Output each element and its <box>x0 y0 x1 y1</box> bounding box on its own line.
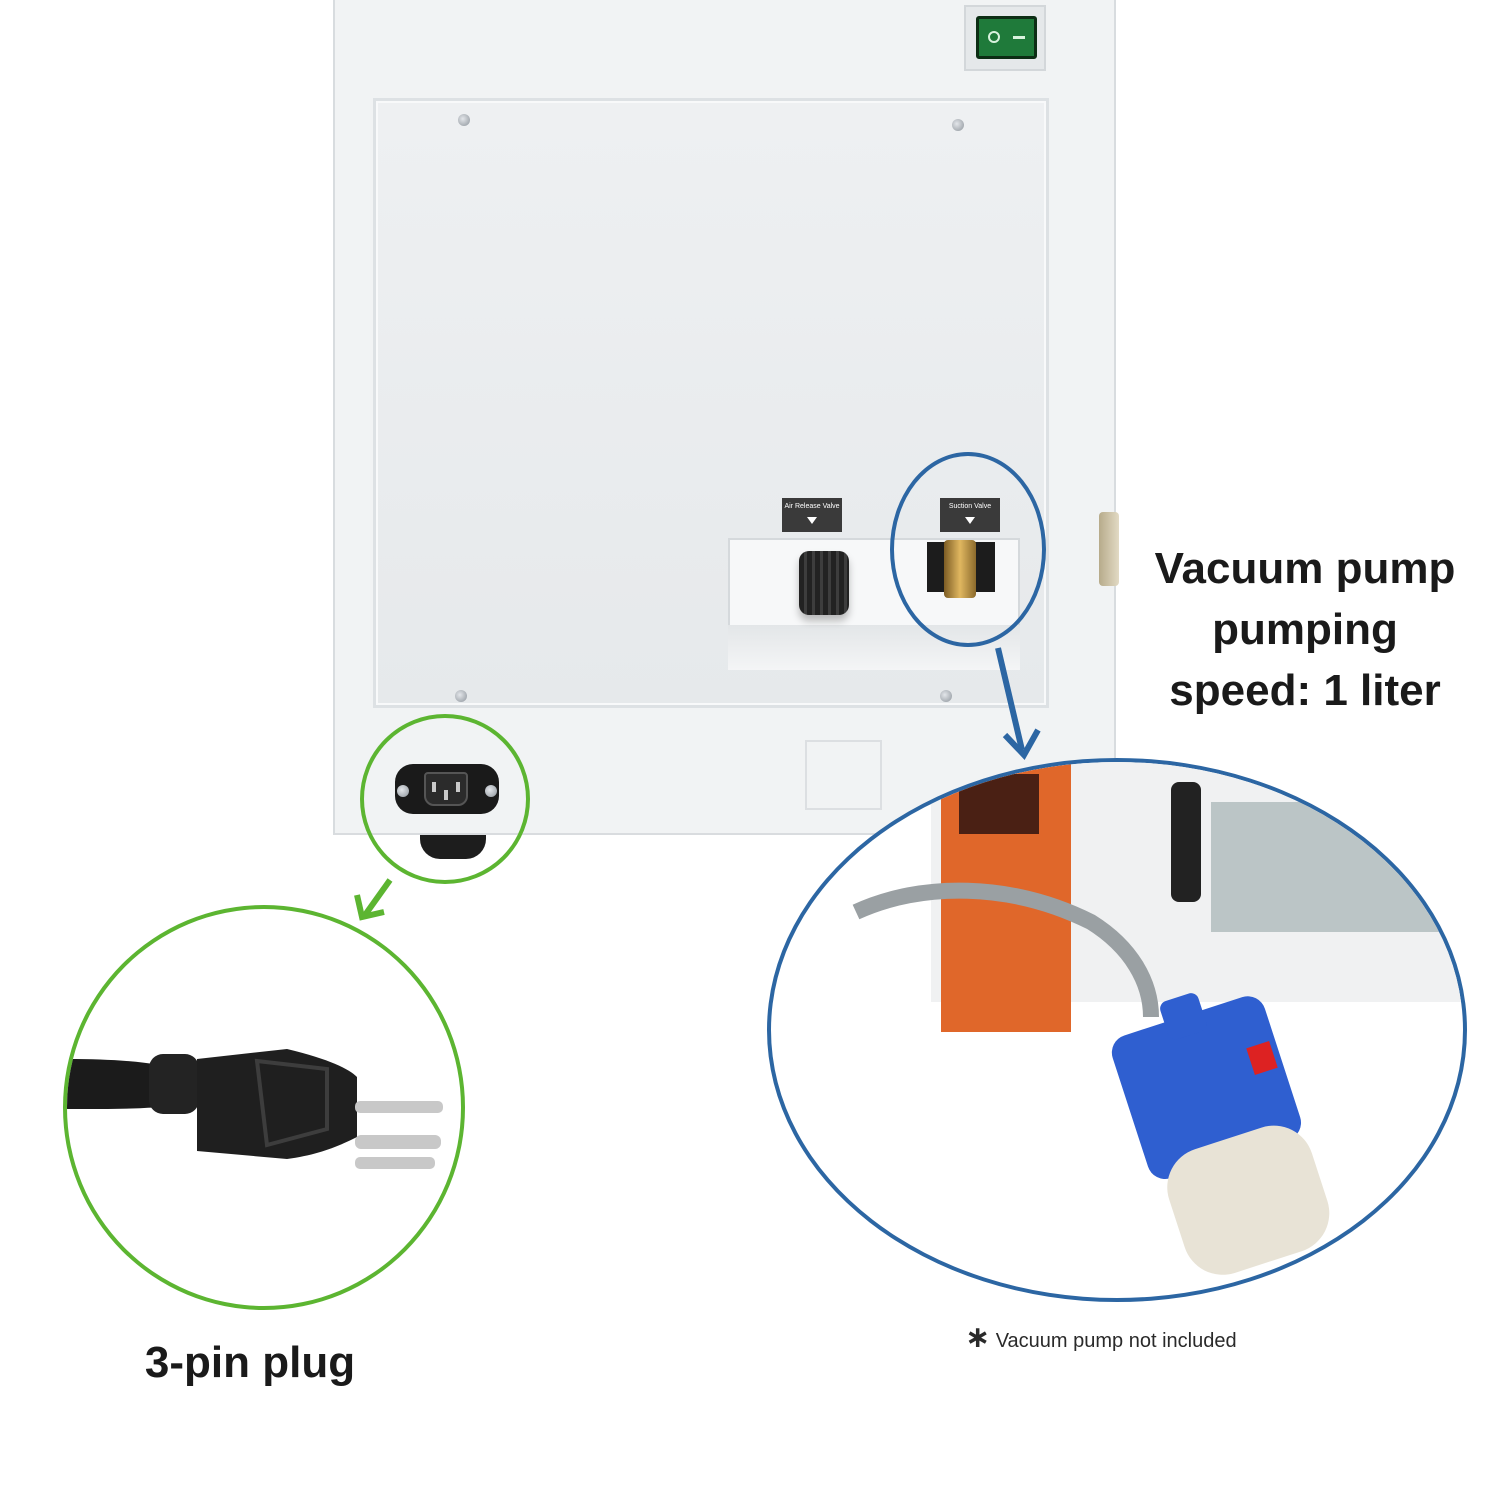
vacuum-callout: Vacuum pump pumping speed: 1 liter <box>1110 538 1500 721</box>
vacuum-callout-line-3: speed: 1 liter <box>1169 666 1441 715</box>
plug-caption: 3-pin plug <box>144 1338 356 1387</box>
screw-icon <box>940 690 952 702</box>
screw-icon <box>455 690 467 702</box>
screw-icon <box>952 119 964 131</box>
air-release-valve-tag: Air Release Valve <box>782 498 842 532</box>
cover-plate <box>805 740 882 810</box>
air-release-valve-label: Air Release Valve <box>784 503 840 510</box>
door-latch <box>1099 512 1119 586</box>
switch-on-mark <box>1013 36 1025 39</box>
inlet-highlight-ring <box>360 714 530 884</box>
air-release-knob <box>799 551 849 615</box>
arrow-down-icon <box>807 517 817 524</box>
asterisk-icon: ∗ <box>965 1321 991 1354</box>
power-switch-icon <box>976 16 1037 59</box>
screw-icon <box>458 114 470 126</box>
switch-off-mark <box>988 31 1000 43</box>
suction-highlight-ring <box>890 452 1046 647</box>
vacuum-callout-line-2: pumping <box>1212 605 1398 654</box>
vacuum-pump-icon <box>852 762 1463 1275</box>
pump-note: ∗ Vacuum pump not included <box>965 1320 1237 1355</box>
arrow-down-icon <box>354 878 393 921</box>
arrow-down-icon <box>995 647 1041 761</box>
plug-detail-circle <box>63 905 465 1310</box>
pump-detail-circle <box>767 758 1467 1302</box>
vacuum-callout-line-1: Vacuum pump <box>1154 544 1456 593</box>
plug-icon <box>67 1049 443 1169</box>
pump-note-text: Vacuum pump not included <box>995 1330 1237 1352</box>
